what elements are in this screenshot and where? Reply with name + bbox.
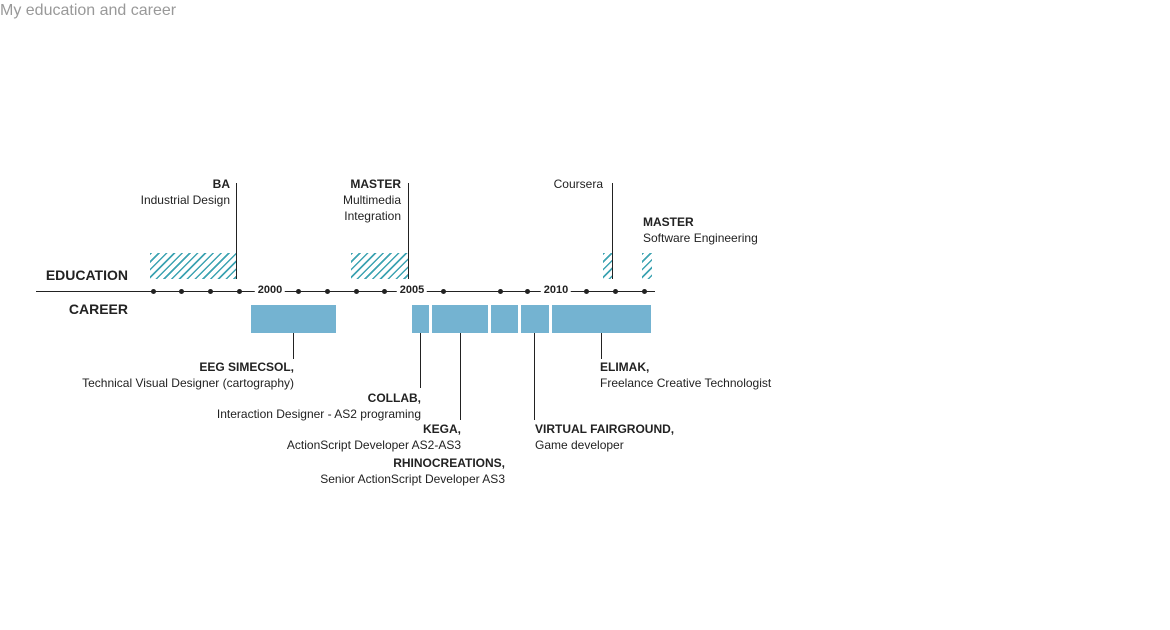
timeline-tick bbox=[179, 289, 184, 294]
career-title: EEG SIMECSOL, bbox=[199, 360, 294, 374]
career-leader-kega bbox=[460, 333, 461, 420]
timeline-tick bbox=[208, 289, 213, 294]
timeline-tick bbox=[237, 289, 242, 294]
page-title: My education and career bbox=[0, 2, 177, 19]
career-desc: Freelance Creative Technologist bbox=[600, 376, 772, 390]
year-label-2000: 2000 bbox=[254, 284, 286, 297]
education-desc: Integration bbox=[344, 209, 401, 223]
education-desc: Software Engineering bbox=[643, 231, 758, 245]
career-leader-collab bbox=[420, 333, 421, 388]
education-title: MASTER bbox=[350, 177, 401, 191]
year-label-2010: 2010 bbox=[540, 284, 572, 297]
career-title: VIRTUAL FAIRGROUND, bbox=[535, 422, 675, 436]
career-desc: Technical Visual Designer (cartography) bbox=[82, 376, 294, 390]
career-label-eeg-simecsol: EEG SIMECSOL, Technical Visual Designer … bbox=[82, 359, 294, 391]
education-label-ba: BA Industrial Design bbox=[141, 176, 230, 208]
timeline-tick bbox=[584, 289, 589, 294]
education-desc: Industrial Design bbox=[140, 193, 230, 207]
career-leader-eeg-simecsol bbox=[293, 333, 294, 359]
career-block-collab bbox=[412, 305, 429, 333]
career-title: COLLAB, bbox=[367, 391, 421, 405]
education-block-master-software bbox=[642, 253, 652, 279]
education-block-coursera bbox=[603, 253, 612, 279]
education-desc: Multimedia bbox=[342, 193, 401, 207]
timeline-tick bbox=[354, 289, 359, 294]
timeline-tick bbox=[296, 289, 301, 294]
education-section-label: EDUCATION bbox=[45, 267, 128, 283]
timeline-tick bbox=[498, 289, 503, 294]
career-desc: Interaction Designer - AS2 programing bbox=[216, 407, 421, 421]
career-block-virtual-fairground bbox=[521, 305, 549, 333]
career-label-kega: KEGA, ActionScript Developer AS2-AS3 bbox=[287, 421, 461, 453]
career-leader-elimak bbox=[601, 333, 602, 359]
timeline-tick bbox=[613, 289, 618, 294]
timeline-tick bbox=[525, 289, 530, 294]
timeline-axis bbox=[36, 291, 655, 292]
career-title: RHINOCREATIONS, bbox=[393, 456, 505, 470]
education-leader-master-multimedia bbox=[408, 183, 409, 279]
career-desc: Senior ActionScript Developer AS3 bbox=[320, 472, 505, 486]
career-title: ELIMAK, bbox=[600, 360, 650, 374]
education-label-master-multimedia: MASTER Multimedia Integration bbox=[343, 176, 401, 224]
timeline-tick bbox=[441, 289, 446, 294]
education-label-master-software: MASTER Software Engineering bbox=[643, 214, 758, 246]
career-title: KEGA, bbox=[422, 422, 461, 436]
timeline-tick bbox=[325, 289, 330, 294]
education-leader-coursera bbox=[612, 183, 613, 279]
career-label-elimak: ELIMAK, Freelance Creative Technologist bbox=[600, 359, 771, 391]
education-title: MASTER bbox=[643, 215, 694, 229]
career-block-kega bbox=[432, 305, 488, 333]
career-block-elimak bbox=[552, 305, 651, 333]
career-block-rhinocreations bbox=[491, 305, 518, 333]
year-label-2005: 2005 bbox=[396, 284, 428, 297]
education-label-coursera: Coursera bbox=[554, 176, 603, 192]
career-label-virtual-fairground: VIRTUAL FAIRGROUND, Game developer bbox=[535, 421, 674, 453]
career-label-collab: COLLAB, Interaction Designer - AS2 progr… bbox=[217, 390, 421, 422]
education-desc: Coursera bbox=[553, 177, 603, 191]
timeline-tick bbox=[382, 289, 387, 294]
career-desc: Game developer bbox=[535, 438, 624, 452]
timeline-tick bbox=[642, 289, 647, 294]
education-block-ba bbox=[150, 253, 236, 279]
timeline-tick bbox=[151, 289, 156, 294]
education-leader-ba bbox=[236, 183, 237, 279]
career-section-label: CAREER bbox=[68, 301, 128, 317]
career-desc: ActionScript Developer AS2-AS3 bbox=[286, 438, 461, 452]
career-leader-virtual-fairground bbox=[534, 333, 535, 420]
career-block-eeg-simecsol bbox=[251, 305, 336, 333]
education-title: BA bbox=[212, 177, 230, 191]
career-label-rhinocreations: RHINOCREATIONS, Senior ActionScript Deve… bbox=[320, 455, 505, 487]
education-block-master-multimedia bbox=[351, 253, 408, 279]
